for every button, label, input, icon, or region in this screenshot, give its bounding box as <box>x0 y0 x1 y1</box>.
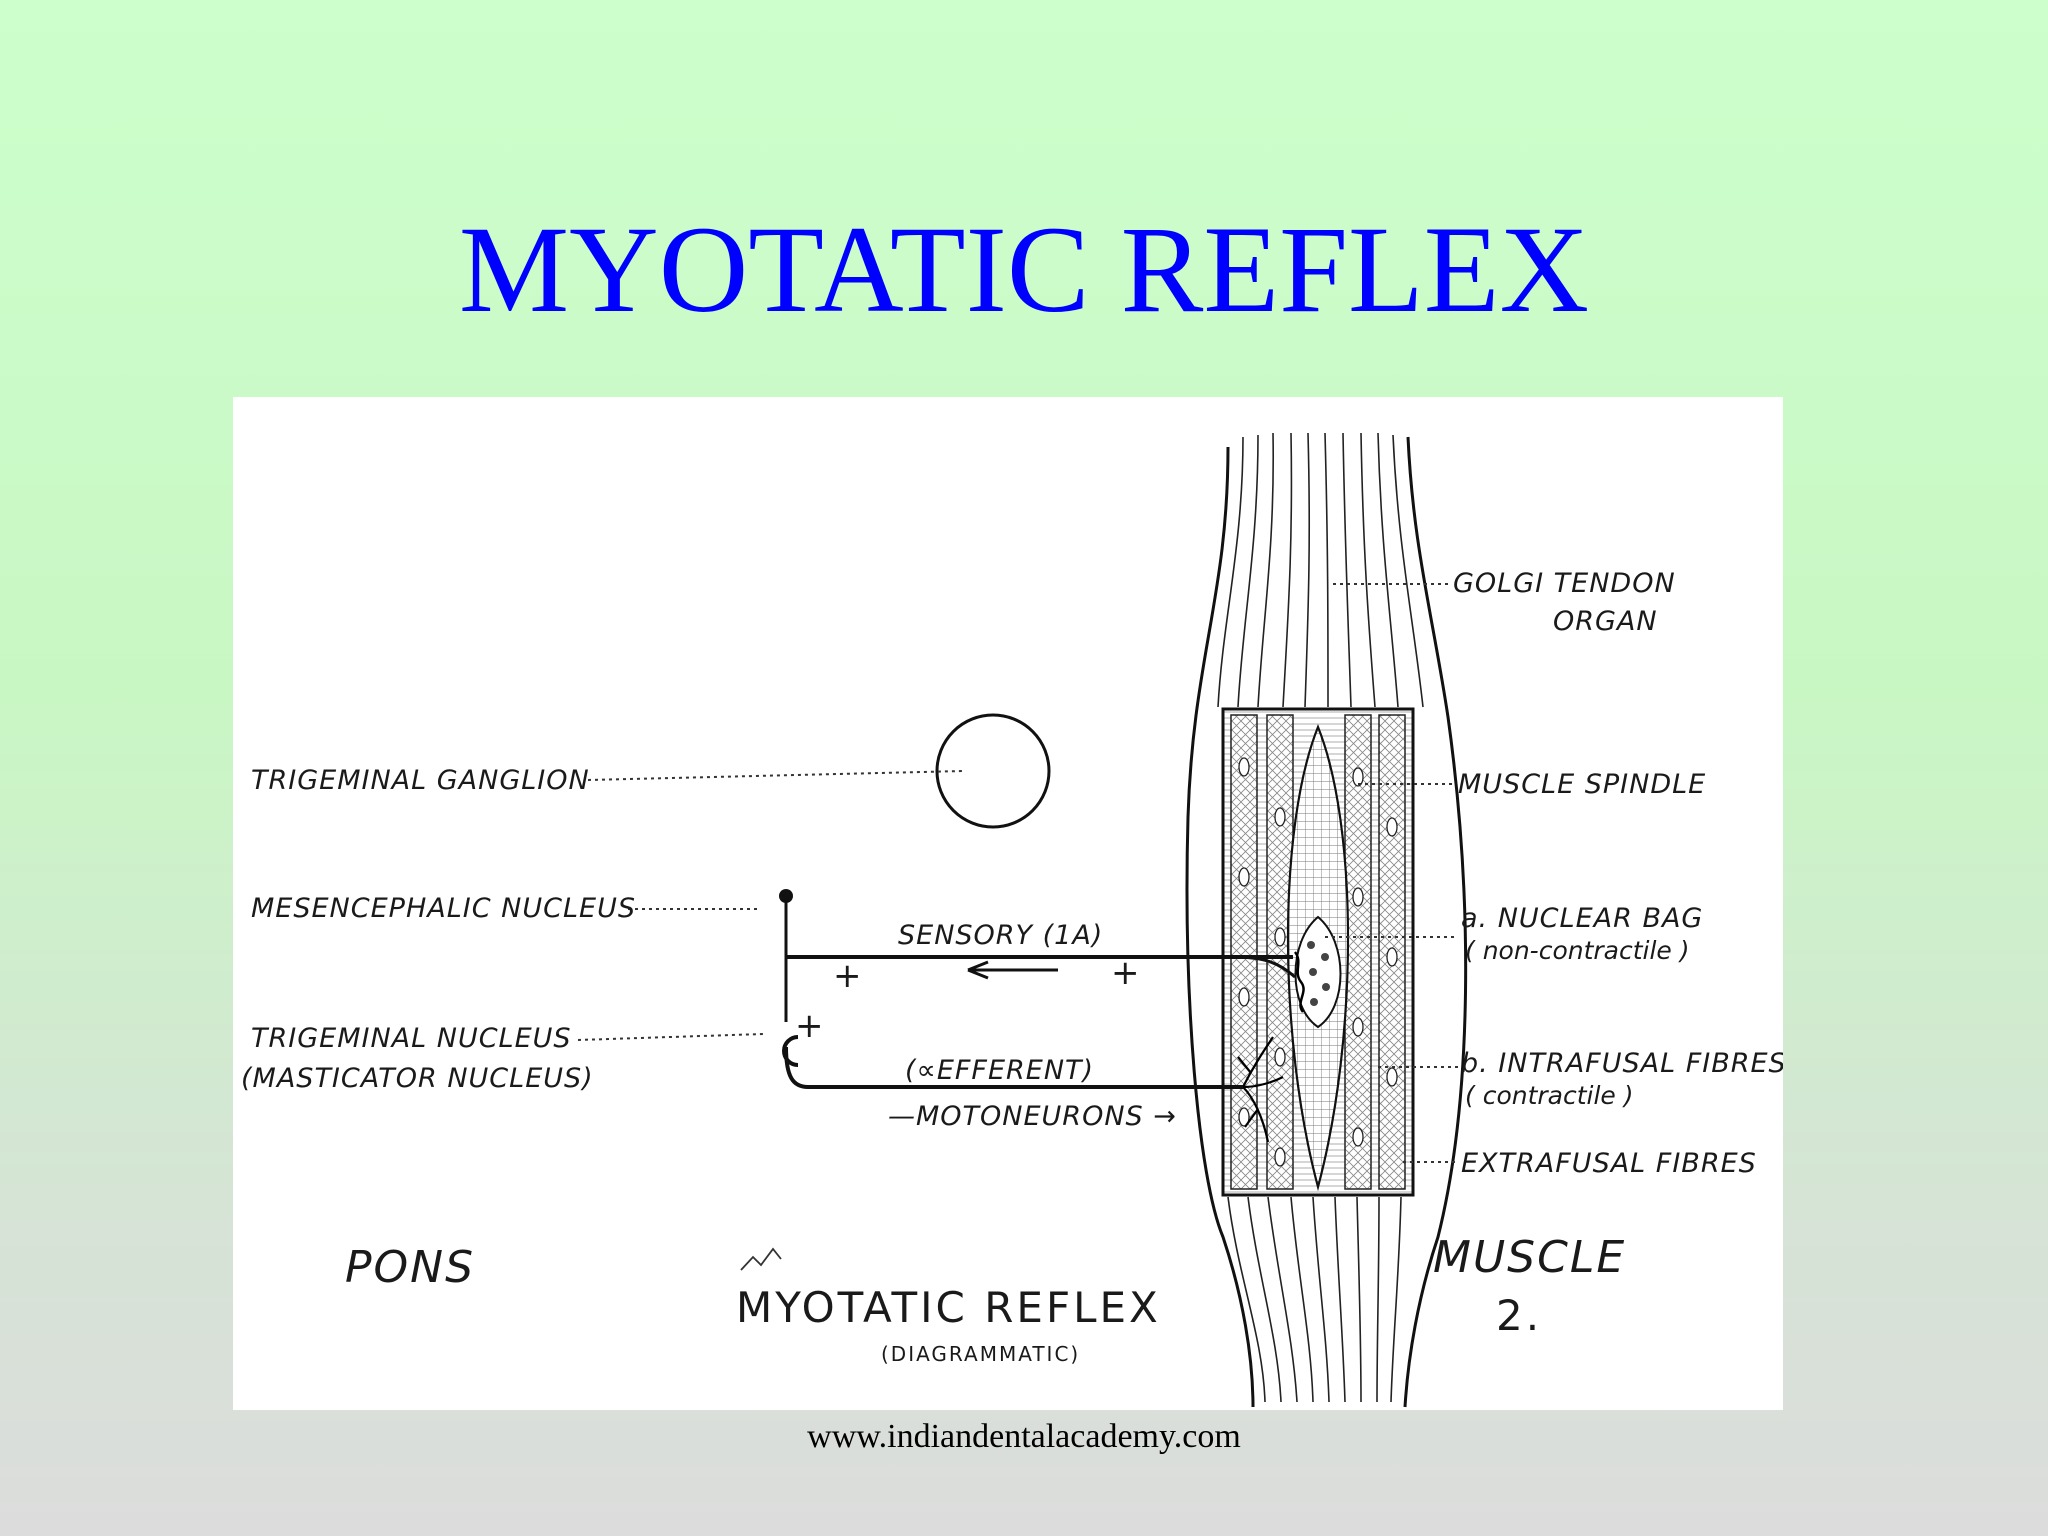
fibre-nuclei <box>1238 757 1398 1167</box>
trigeminal-ganglion-circle <box>935 713 1051 829</box>
plus-sign-left: + <box>833 956 864 996</box>
artist-signature-mark <box>740 1247 782 1271</box>
label-golgi-tendon: GOLGI TENDON <box>1453 568 1676 599</box>
label-extrafusal-fibres: EXTRAFUSAL FIBRES <box>1461 1148 1757 1179</box>
diagram-caption-sub: (DIAGRAMMATIC) <box>881 1342 1080 1366</box>
label-intrafusal-fibres: b. INTRAFUSAL FIBRES <box>1461 1048 1783 1079</box>
tendon-fibres-bottom <box>1227 1196 1402 1403</box>
myotatic-reflex-diagram: TRIGEMINAL GANGLION MESENCEPHALIC NUCLEU… <box>233 397 1783 1410</box>
plus-sign-nucleus: + <box>795 1006 826 1046</box>
label-muscle-spindle: MUSCLE SPINDLE <box>1458 769 1706 800</box>
tendon-fibres-top <box>1217 432 1424 708</box>
footer-url: www.indiandentalacademy.com <box>807 1418 1241 1455</box>
label-sensory-1a: SENSORY (1A) <box>898 920 1103 951</box>
leader-lines <box>577 583 1458 1163</box>
label-contractile: ( contractile ) <box>1465 1081 1634 1110</box>
label-trigeminal-nucleus: TRIGEMINAL NUCLEUS <box>251 1023 572 1054</box>
label-trigeminal-ganglion: TRIGEMINAL GANGLION <box>251 765 590 796</box>
label-figure-number: 2. <box>1496 1291 1542 1340</box>
muscle-outline <box>1185 432 1468 1408</box>
diagram-caption: MYOTATIC REFLEX <box>736 1283 1161 1332</box>
label-muscle: MUSCLE <box>1433 1232 1626 1283</box>
label-non-contractile: ( non-contractile ) <box>1465 936 1690 965</box>
label-masticator-nucleus: (MASTICATOR NUCLEUS) <box>241 1063 594 1094</box>
label-motoneurons: —MOTONEURONS → <box>888 1101 1177 1132</box>
diagram-svg: TRIGEMINAL GANGLION MESENCEPHALIC NUCLEU… <box>241 432 1783 1408</box>
neural-pathway <box>779 713 1296 1089</box>
mesencephalic-cell-body <box>779 889 793 903</box>
slide-title: MYOTATIC REFLEX <box>458 201 1590 338</box>
plus-sign-right: + <box>1111 953 1142 993</box>
muscle-spindle <box>1221 707 1415 1197</box>
label-golgi-organ: ORGAN <box>1553 606 1658 637</box>
label-alpha-efferent: (∝EFFERENT) <box>905 1055 1094 1086</box>
nuclear-bag-nuclei <box>1307 941 1330 1006</box>
label-nuclear-bag: a. NUCLEAR BAG <box>1461 903 1703 934</box>
label-mesencephalic-nucleus: MESENCEPHALIC NUCLEUS <box>251 893 636 924</box>
label-pons: PONS <box>345 1242 475 1293</box>
